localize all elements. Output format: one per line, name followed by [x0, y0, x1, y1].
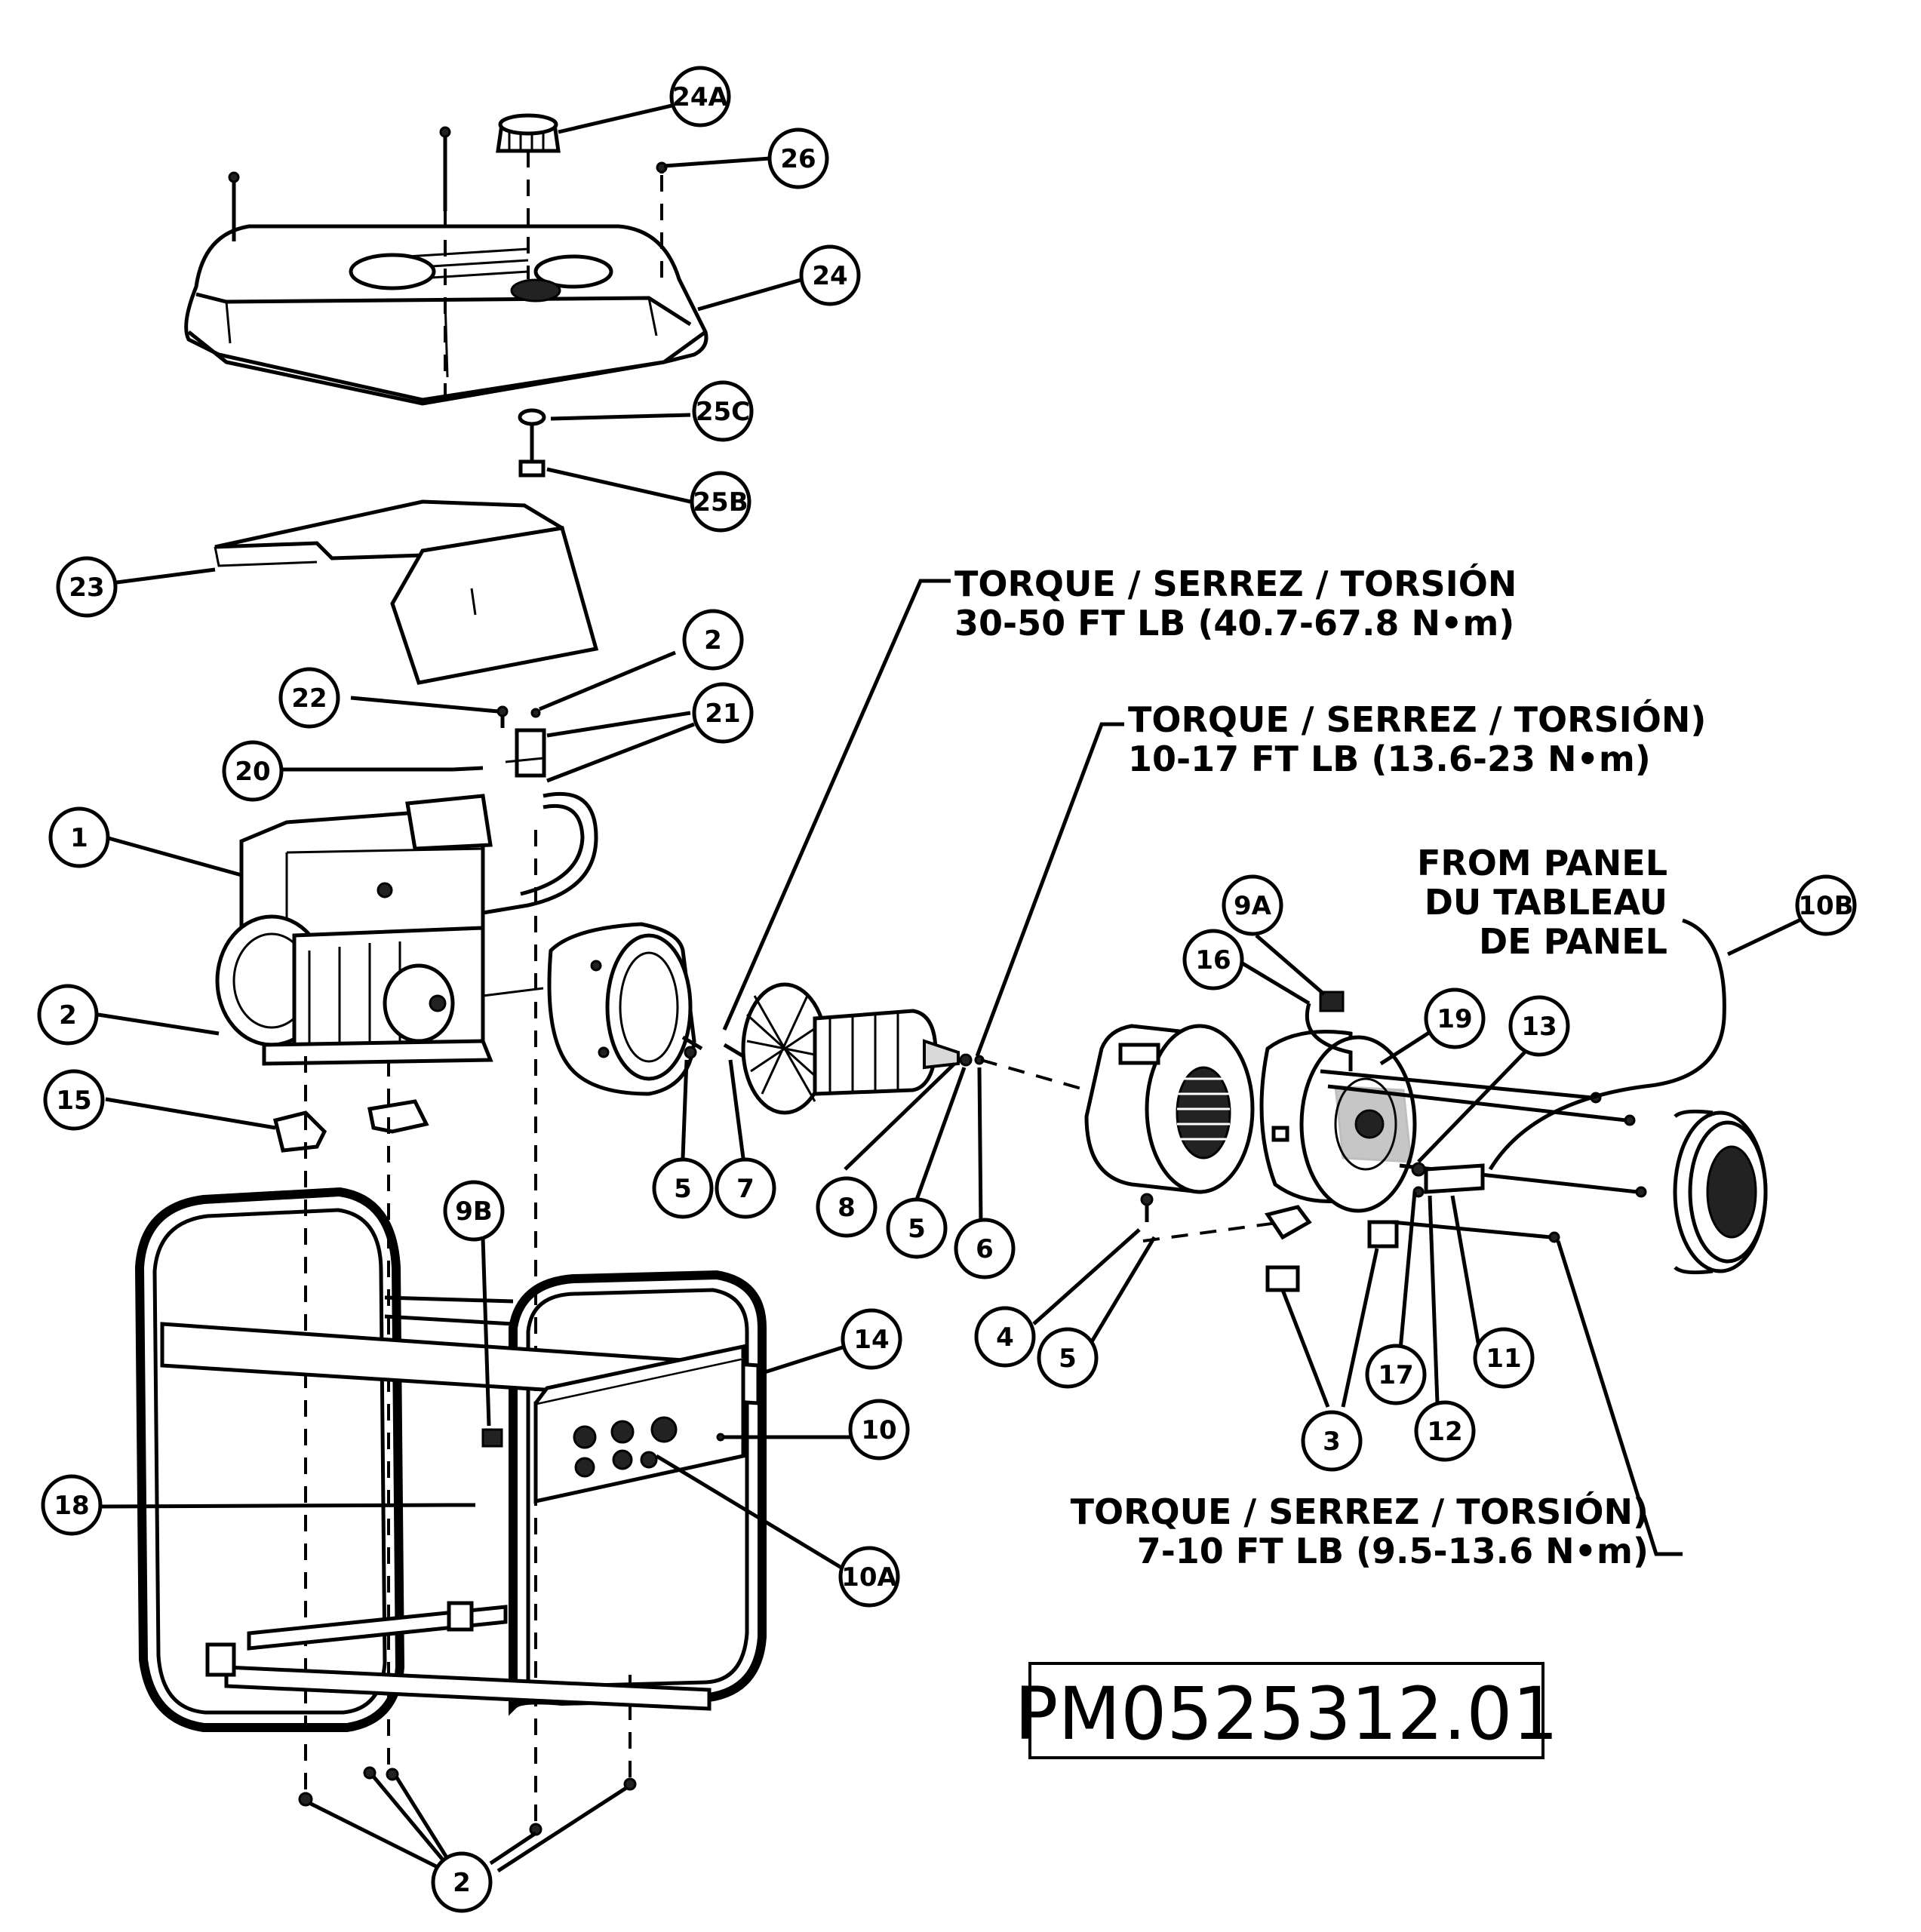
- svg-text:24: 24: [812, 261, 847, 291]
- callout-18: 18: [41, 1474, 103, 1536]
- svg-text:4: 4: [996, 1322, 1014, 1353]
- svg-text:25C: 25C: [696, 397, 750, 427]
- svg-text:26: 26: [780, 144, 816, 174]
- svg-text:DE PANEL: DE PANEL: [1479, 921, 1667, 962]
- svg-text:23: 23: [69, 573, 104, 603]
- callout-25C: 25C: [692, 380, 754, 442]
- callout-2-left: 2: [37, 984, 99, 1046]
- svg-text:6: 6: [976, 1234, 994, 1264]
- callout-4: 4: [974, 1306, 1036, 1368]
- svg-text:DU TABLEAU: DU TABLEAU: [1425, 882, 1667, 923]
- callout-11: 11: [1473, 1327, 1535, 1389]
- svg-text:2: 2: [59, 1000, 77, 1031]
- callout-1: 1: [48, 806, 110, 868]
- svg-text:7-10 FT LB (9.5-13.6 N•m): 7-10 FT LB (9.5-13.6 N•m): [1137, 1531, 1649, 1571]
- svg-text:11: 11: [1486, 1344, 1521, 1374]
- torque-note-rotor: TORQUE / SERREZ / TORSIÓN 30-50 FT LB (4…: [954, 564, 1517, 643]
- callout-8: 8: [816, 1176, 878, 1238]
- callout-14: 14: [841, 1308, 902, 1370]
- svg-text:19: 19: [1437, 1004, 1472, 1034]
- from-panel-note: FROM PANEL DU TABLEAU DE PANEL: [1417, 843, 1667, 962]
- callout-20: 20: [222, 740, 284, 802]
- svg-text:3: 3: [1323, 1427, 1341, 1457]
- torque-note-cover: TORQUE / SERREZ / TORSIÓN) 7-10 FT LB (9…: [1071, 1491, 1649, 1571]
- svg-text:12: 12: [1427, 1417, 1462, 1447]
- svg-text:10: 10: [861, 1415, 896, 1445]
- callout-9B: 9B: [443, 1180, 505, 1242]
- callout-2-bottom: 2: [431, 1851, 493, 1913]
- svg-text:25B: 25B: [693, 487, 748, 518]
- svg-text:7: 7: [736, 1174, 755, 1204]
- svg-text:9A: 9A: [1234, 891, 1272, 921]
- callout-9A: 9A: [1222, 874, 1283, 936]
- svg-text:2: 2: [704, 625, 722, 656]
- callout-15: 15: [43, 1069, 105, 1131]
- svg-text:9B: 9B: [455, 1196, 493, 1227]
- callout-24A: 24A: [669, 66, 731, 127]
- callout-13: 13: [1508, 995, 1570, 1057]
- svg-text:10B: 10B: [1798, 891, 1853, 921]
- svg-text:14: 14: [853, 1325, 889, 1355]
- callout-2-top: 2: [682, 609, 744, 671]
- svg-text:TORQUE / SERREZ / TORSIÓN): TORQUE / SERREZ / TORSIÓN): [1071, 1491, 1649, 1532]
- callout-26: 26: [767, 127, 829, 189]
- callout-6: 6: [954, 1218, 1016, 1279]
- svg-text:21: 21: [705, 699, 740, 729]
- leader-lines: [97, 103, 1809, 1873]
- svg-text:10A: 10A: [841, 1562, 897, 1593]
- stator-assembly: [1084, 918, 1768, 1292]
- svg-text:24A: 24A: [672, 82, 728, 112]
- fuel-cap: [496, 113, 561, 153]
- callout-17: 17: [1365, 1344, 1427, 1405]
- heat-shield: [214, 499, 599, 685]
- callout-19: 19: [1424, 988, 1486, 1049]
- svg-text:5: 5: [674, 1174, 692, 1204]
- part-number-box: PM0525312.01: [1015, 1662, 1559, 1759]
- svg-text:22: 22: [291, 683, 327, 714]
- svg-text:TORQUE / SERREZ / TORSIÓN): TORQUE / SERREZ / TORSIÓN): [1128, 699, 1706, 740]
- callout-24: 24: [799, 244, 861, 306]
- fuel-tank-assembly: [184, 113, 708, 478]
- engine: [215, 794, 544, 1066]
- callout-7: 7: [715, 1157, 776, 1219]
- svg-text:TORQUE / SERREZ / TORSIÓN: TORQUE / SERREZ / TORSIÓN: [954, 564, 1517, 604]
- svg-text:30-50 FT LB (40.7-67.8 N•m): 30-50 FT LB (40.7-67.8 N•m): [954, 603, 1514, 643]
- svg-text:16: 16: [1195, 945, 1231, 975]
- torque-note-bolt: TORQUE / SERREZ / TORSIÓN) 10-17 FT LB (…: [1128, 699, 1706, 779]
- callout-5-b: 5: [886, 1197, 948, 1259]
- svg-text:5: 5: [908, 1214, 926, 1244]
- svg-text:FROM PANEL: FROM PANEL: [1417, 843, 1667, 883]
- svg-text:15: 15: [56, 1086, 91, 1116]
- callout-16: 16: [1182, 929, 1244, 991]
- callout-25B: 25B: [690, 471, 751, 533]
- callout-10A: 10A: [838, 1546, 900, 1608]
- control-panel: [449, 1344, 745, 1507]
- callout-3: 3: [1301, 1410, 1363, 1472]
- svg-text:13: 13: [1521, 1012, 1557, 1042]
- svg-text:20: 20: [235, 757, 270, 787]
- rotor-assembly: [547, 922, 1087, 1115]
- svg-text:17: 17: [1378, 1360, 1413, 1390]
- callout-23: 23: [56, 556, 118, 618]
- svg-text:2: 2: [453, 1868, 471, 1898]
- callout-12: 12: [1414, 1400, 1476, 1462]
- svg-text:5: 5: [1059, 1344, 1077, 1374]
- bracket-parts: [452, 705, 598, 915]
- callout-bubbles: 24A 26 24 25C 25B 23 2 22 21 20 1 2 15 5…: [37, 66, 1857, 1913]
- callout-10B: 10B: [1795, 874, 1857, 936]
- callout-22: 22: [278, 667, 340, 729]
- part-number: PM0525312.01: [1015, 1672, 1559, 1756]
- callout-5-a: 5: [652, 1157, 714, 1219]
- svg-text:8: 8: [838, 1193, 856, 1223]
- callout-5-c: 5: [1037, 1327, 1099, 1389]
- callout-10: 10: [848, 1399, 910, 1461]
- callout-21: 21: [692, 682, 754, 744]
- svg-text:18: 18: [54, 1491, 89, 1521]
- svg-text:1: 1: [70, 823, 88, 853]
- svg-text:10-17 FT LB (13.6-23 N•m): 10-17 FT LB (13.6-23 N•m): [1128, 739, 1651, 779]
